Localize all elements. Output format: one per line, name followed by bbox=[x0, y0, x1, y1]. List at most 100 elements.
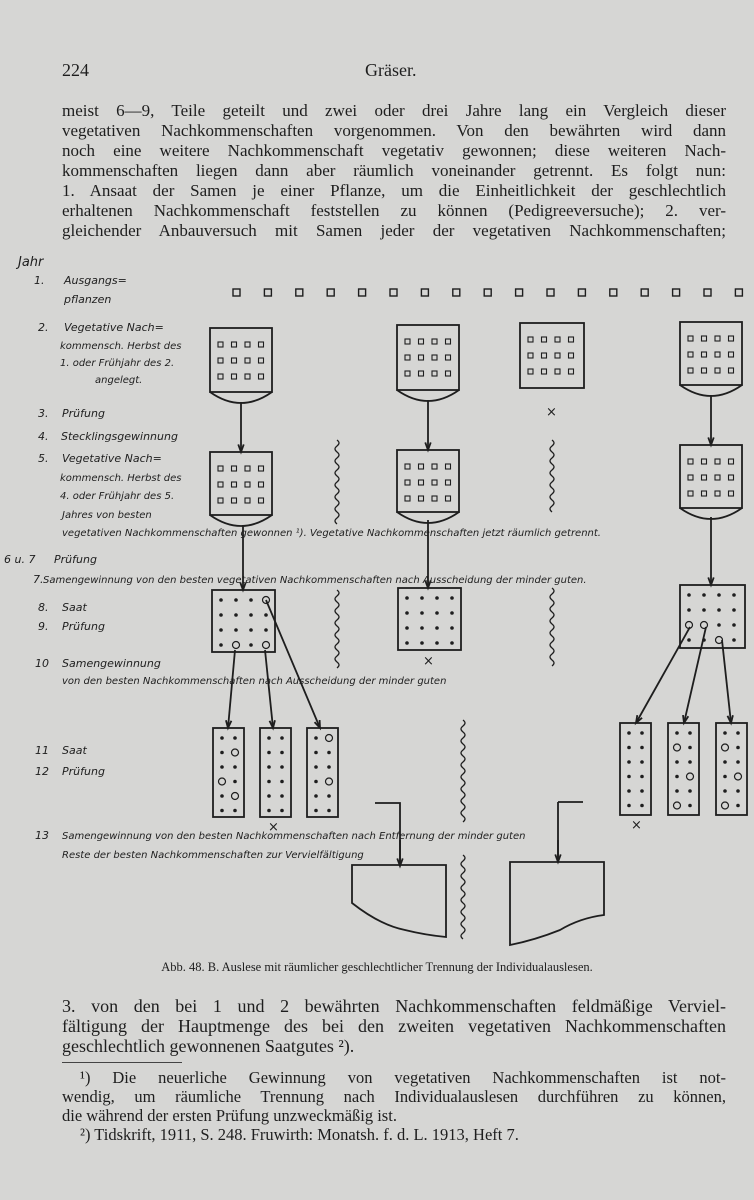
text-line: 1. Ansaat der Samen je einer Pflanze, um… bbox=[62, 181, 726, 200]
clone-square bbox=[700, 351, 708, 358]
plant-dot bbox=[627, 760, 631, 764]
plant-dot bbox=[280, 808, 284, 813]
clone-square bbox=[554, 352, 561, 359]
separation-wave bbox=[460, 854, 466, 940]
clone-square bbox=[404, 354, 411, 361]
year-label: Jahres von besten bbox=[60, 510, 152, 521]
clone-square bbox=[417, 338, 425, 345]
plant-dot bbox=[249, 643, 253, 647]
plant-dot bbox=[420, 596, 424, 600]
arrow bbox=[683, 626, 707, 724]
separation-wave bbox=[549, 587, 555, 667]
clone-square bbox=[700, 367, 708, 374]
footnote-line: wendig, um räumliche Trennung nach Indiv… bbox=[62, 1087, 726, 1106]
clone-square bbox=[700, 474, 708, 481]
year-label: angelegt. bbox=[95, 375, 142, 386]
clone-square bbox=[244, 357, 251, 364]
year-label: Prüfung bbox=[62, 620, 105, 633]
plant-dot bbox=[219, 613, 223, 617]
year-num: 13 bbox=[35, 829, 49, 842]
clone-square bbox=[417, 370, 425, 377]
clone-square bbox=[217, 341, 224, 348]
year-label: Samengewinnung von den besten Nachkommen… bbox=[62, 831, 525, 842]
plant-dot bbox=[267, 750, 271, 755]
text-line: noch eine weitere Nachkommenschaft veget… bbox=[62, 141, 726, 160]
plant-dot bbox=[688, 789, 692, 793]
year-label: pflanzen bbox=[63, 293, 111, 306]
clone-square bbox=[527, 368, 534, 375]
plant-dot bbox=[220, 736, 224, 740]
clone-square bbox=[714, 458, 721, 465]
year-label: 4. oder Frühjahr des 5. bbox=[60, 491, 174, 502]
clone-square bbox=[700, 458, 708, 465]
plant-dot bbox=[688, 760, 692, 764]
clone-square bbox=[687, 474, 694, 481]
clone-square bbox=[244, 341, 251, 348]
selected-plant bbox=[217, 777, 227, 786]
clone-square bbox=[257, 465, 265, 472]
clone-square bbox=[687, 351, 694, 358]
clone-square bbox=[244, 497, 251, 504]
seed-plant-square bbox=[640, 288, 649, 297]
plant-dot bbox=[640, 731, 644, 735]
rejected-mark: × bbox=[631, 818, 642, 833]
plant-dot bbox=[405, 641, 409, 645]
plant-dot bbox=[688, 745, 692, 750]
clone-square bbox=[217, 497, 224, 504]
plant-dot bbox=[627, 774, 631, 779]
plant-dot bbox=[717, 608, 721, 612]
clone-square bbox=[431, 479, 438, 486]
selected-plant bbox=[324, 777, 334, 786]
clone-square bbox=[567, 336, 575, 343]
clone-square bbox=[687, 458, 694, 465]
clone-square bbox=[404, 479, 411, 486]
plant-dot bbox=[267, 765, 271, 769]
plant-dot bbox=[420, 641, 424, 645]
separation-wave bbox=[334, 439, 340, 525]
plant-dot bbox=[627, 745, 631, 750]
clone-square bbox=[217, 373, 224, 380]
year-label: Ausgangs= bbox=[63, 274, 127, 287]
plant-dot bbox=[219, 628, 223, 632]
clone-square bbox=[431, 338, 438, 345]
arrow bbox=[721, 639, 732, 724]
plot-bowl bbox=[679, 384, 743, 397]
seed-plant-square bbox=[734, 288, 744, 297]
plant-dot bbox=[702, 608, 706, 612]
plant-dot bbox=[723, 731, 727, 735]
selected-plant bbox=[231, 640, 241, 650]
plant-dot bbox=[675, 760, 679, 764]
plant-dot bbox=[264, 613, 268, 617]
clone-square bbox=[540, 352, 548, 359]
seed-plot bbox=[679, 584, 746, 649]
plant-dot bbox=[687, 638, 691, 642]
plant-dot bbox=[435, 641, 439, 645]
plant-dot bbox=[280, 794, 284, 798]
text-line: meist 6—9, Teile geteilt und zwei oder d… bbox=[62, 101, 726, 120]
plant-dot bbox=[687, 608, 691, 612]
arrow-head bbox=[237, 444, 245, 455]
rejected-mark: × bbox=[423, 654, 434, 669]
clone-plot bbox=[679, 444, 743, 509]
clone-square bbox=[417, 354, 425, 361]
clone-plot bbox=[209, 327, 273, 393]
clone-square bbox=[431, 495, 438, 502]
plant-dot bbox=[267, 736, 271, 740]
selected-plant bbox=[733, 772, 743, 781]
plant-dot bbox=[280, 750, 284, 755]
selected-plant bbox=[672, 743, 682, 752]
plant-dot bbox=[267, 808, 271, 813]
clone-square bbox=[230, 341, 238, 348]
footnote-line: ²) Tidskrift, 1911, S. 248. Fruwirth: Mo… bbox=[80, 1125, 519, 1144]
plant-dot bbox=[450, 596, 454, 600]
plant-dot bbox=[280, 765, 284, 769]
clone-square bbox=[230, 357, 238, 364]
seed-plant-square bbox=[232, 288, 241, 297]
clone-square bbox=[540, 336, 548, 343]
plant-dot bbox=[234, 613, 238, 617]
plant-dot bbox=[688, 803, 692, 808]
clone-square bbox=[554, 336, 561, 343]
clone-square bbox=[444, 354, 452, 361]
selected-plant bbox=[720, 743, 730, 752]
plant-dot bbox=[234, 628, 238, 632]
